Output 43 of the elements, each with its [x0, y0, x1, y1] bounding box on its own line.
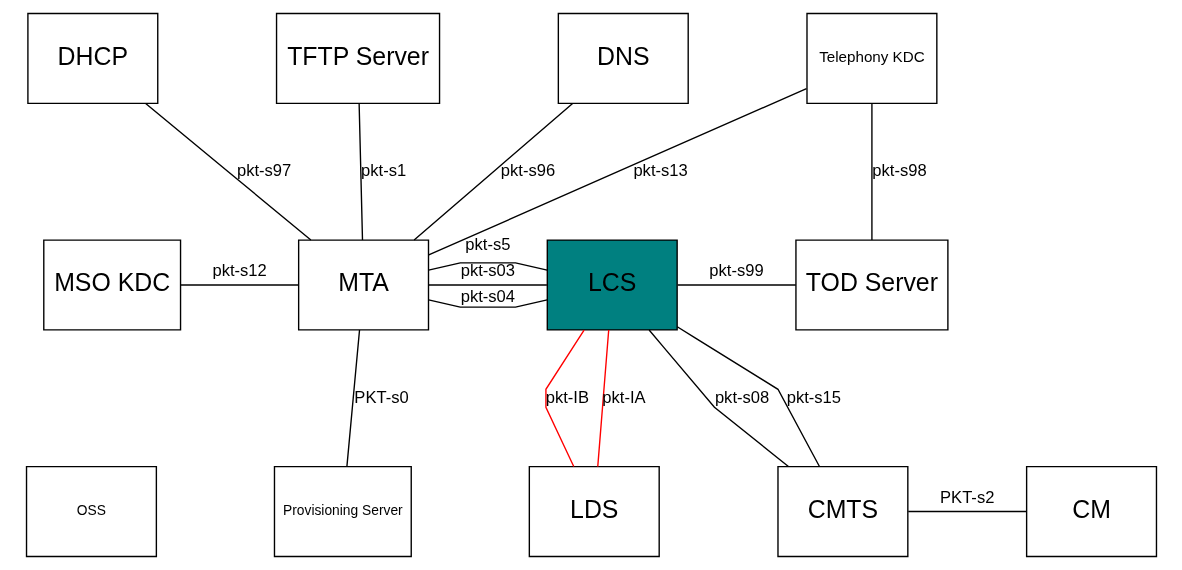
edge-label: pkt-s5 — [464, 234, 510, 254]
connector — [144, 102, 312, 241]
connector — [427, 299, 548, 308]
connector — [427, 87, 807, 256]
edge-label: pkt-s1 — [360, 161, 406, 181]
node-box: TFTP Server — [275, 12, 440, 105]
node-box: TOD Server — [794, 239, 949, 331]
connector — [357, 102, 363, 241]
node-box: MSO KDC — [42, 239, 181, 331]
edge-label: PKT-s0 — [353, 387, 409, 407]
connector — [676, 284, 796, 286]
node-box: OSS — [25, 465, 157, 558]
connector — [596, 329, 609, 468]
connector — [544, 329, 585, 468]
node-box: DNS — [557, 12, 689, 105]
node-box: LDS — [528, 465, 660, 558]
edge-label: pkt-s98 — [871, 161, 927, 181]
connector — [345, 329, 360, 468]
connector — [647, 329, 789, 468]
edge-label: pkt-s13 — [632, 161, 688, 181]
node-box: LCS — [546, 239, 678, 331]
edge-label: pkt-s03 — [460, 261, 515, 281]
edge-label: pkt-s97 — [236, 161, 291, 181]
edge-label: pkt-s99 — [708, 261, 764, 281]
edge-label: pkt-s12 — [211, 261, 267, 281]
edge-label: pkt-s04 — [460, 287, 515, 307]
connector — [907, 510, 1027, 513]
node-box: CMTS — [776, 465, 909, 558]
connector — [179, 284, 299, 286]
node-box: Telephony KDC — [805, 12, 938, 105]
connector — [676, 326, 820, 468]
connector — [412, 102, 573, 241]
connector — [427, 284, 548, 286]
edge-label: pkt-s08 — [714, 387, 769, 407]
connector — [870, 102, 873, 241]
node-box: DHCP — [26, 12, 158, 105]
edge-label: PKT-s2 — [939, 487, 994, 507]
connector — [427, 262, 548, 271]
edge-label: pkt-s96 — [500, 161, 555, 181]
node-box: Provisioning Server — [273, 465, 412, 558]
node-box: CM — [1025, 465, 1157, 558]
edge-label: pkt-s15 — [786, 387, 841, 407]
node-box: MTA — [297, 239, 429, 331]
